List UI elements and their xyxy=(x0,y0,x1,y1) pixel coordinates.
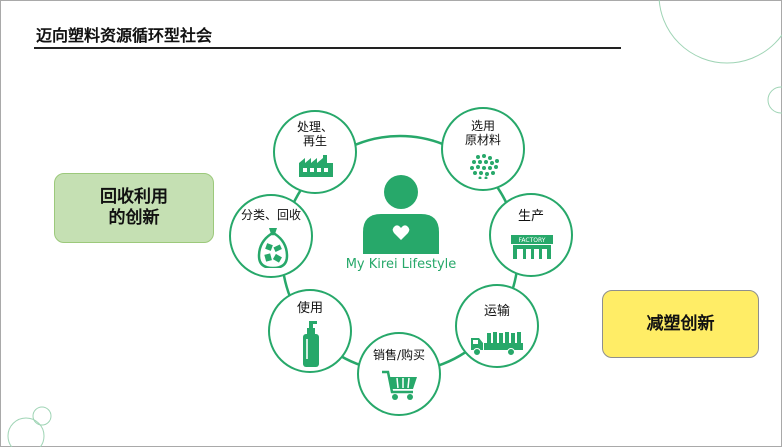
recycling-plant-icon xyxy=(299,155,333,177)
cycle-node-sorting-label: 分类、回收 xyxy=(240,208,301,222)
recycling-innovation-line1: 回收利用 xyxy=(100,187,168,207)
cycle-node-transport-label: 运输 xyxy=(483,304,510,319)
lifestyle-label: My Kirei Lifestyle xyxy=(345,257,457,272)
waste-bag-icon xyxy=(257,228,289,268)
cycle-node-purchase: 销售/购买 xyxy=(357,332,441,416)
cycle-node-recycle: 处理、 再生 xyxy=(273,110,357,194)
cycle-node-production-label: 生产 xyxy=(517,209,544,224)
shopping-cart-icon xyxy=(382,370,417,400)
pump-bottle-icon xyxy=(303,321,319,367)
factory-icon-label: FACTORY xyxy=(519,237,546,244)
cycle-node-purchase-label: 销售/购买 xyxy=(372,348,426,362)
person-icon xyxy=(363,175,439,254)
cycle-node-recycle-line2: 再生 xyxy=(302,134,327,148)
cycle-node-materials-line2: 原材料 xyxy=(464,133,501,147)
recycling-innovation-line2: 的创新 xyxy=(108,208,160,228)
title-underline xyxy=(34,47,621,49)
factory-icon: FACTORY xyxy=(511,235,553,259)
cycle-node-recycle-line1: 处理、 xyxy=(296,120,333,134)
truck-icon xyxy=(471,332,523,356)
reduction-innovation-box: 减塑创新 xyxy=(602,290,759,358)
cycle-node-use: 使用 xyxy=(268,289,352,373)
cycle-node-use-label: 使用 xyxy=(296,301,323,316)
cycle-node-materials-line1: 选用 xyxy=(470,119,495,133)
page-title: 迈向塑料资源循环型社会 xyxy=(36,26,213,45)
material-pellets-icon xyxy=(470,154,499,179)
cycle-node-sorting: 分类、回收 xyxy=(229,194,313,278)
cycle-node-materials: 选用 原材料 xyxy=(441,107,525,191)
reduction-innovation-label: 减塑创新 xyxy=(646,313,715,334)
cycle-node-transport: 运输 xyxy=(455,284,539,368)
cycle-node-production: 生产 FACTORY xyxy=(489,193,573,277)
recycling-innovation-box: 回收利用 的创新 xyxy=(54,173,214,243)
